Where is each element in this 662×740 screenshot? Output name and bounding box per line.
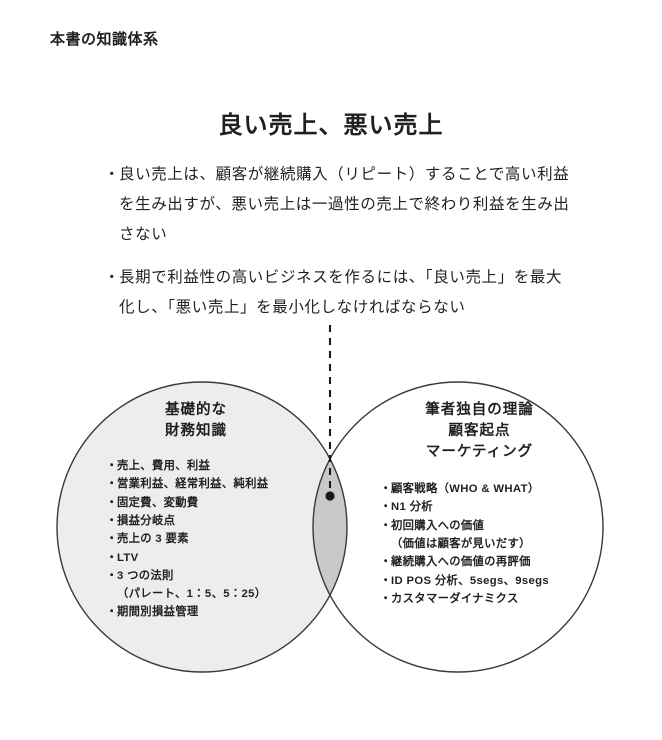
list-item: ・3 つの法則 [106,567,296,585]
list-item-label: 売上、費用、利益 [117,460,211,473]
list-item: ・営業利益、経常利益、純利益 [106,475,296,493]
bullet-marker-icon: ・ [106,478,118,491]
bullet-marker-icon: ・ [380,574,392,587]
page-header: 本書の知識体系 [50,31,159,48]
list-item-label: 売上の 3 要素 [117,533,189,546]
list-item-label: LTV [117,551,139,564]
list-item-label: 固定費、変動費 [117,496,199,509]
list-item-label: 顧客戦略（WHO & WHAT） [391,483,540,496]
list-item: ・期間別損益管理 [106,603,296,621]
right-circle-list: ・顧客戦略（WHO & WHAT） ・N1 分析 ・初回購入への価値 ・（価値は… [380,480,587,608]
intro-bullet-item: ・ 良い売上は、顧客が継続購入（リピート）することで高い利益を生み出すが、悪い売… [104,160,574,251]
list-item: ・売上、費用、利益 [106,457,296,475]
list-item: ・継続購入への価値の再評価 [380,553,587,571]
overlap-marker-dot [325,491,335,501]
bullet-marker-icon: ・ [106,551,118,564]
list-item-label: 3 つの法則 [117,569,174,582]
left-circle-content: 基礎的な 財務知識 ・売上、費用、利益 ・営業利益、経常利益、純利益 ・固定費、… [96,400,296,622]
bullet-marker-icon: ・ [106,496,118,509]
list-item: ・損益分岐点 [106,512,296,530]
list-item-label: 営業利益、経常利益、純利益 [117,478,269,491]
list-item-label: 初回購入への価値 [391,519,485,532]
left-circle-list: ・売上、費用、利益 ・営業利益、経常利益、純利益 ・固定費、変動費 ・損益分岐点… [106,457,296,622]
bullet-marker-icon: ・ [106,606,118,619]
list-item-label: カスタマーダイナミクス [391,592,519,605]
left-circle-heading-line: 基礎的な [165,402,227,418]
list-item: ・固定費、変動費 [106,494,296,512]
list-item: ・ID POS 分析、5segs、9segs [380,572,587,590]
list-item-label: N1 分析 [391,501,433,514]
list-item: ・カスタマーダイナミクス [380,590,587,608]
bullet-marker-icon: ・ [106,533,118,546]
intro-bullet-list: ・ 良い売上は、顧客が継続購入（リピート）することで高い利益を生み出すが、悪い売… [104,160,574,335]
list-item-label: 損益分岐点 [117,514,176,527]
right-circle-heading-line: 筆者独自の理論 [425,402,534,418]
bullet-marker-icon: ・ [380,556,392,569]
list-item-label: ID POS 分析、5segs、9segs [391,574,550,587]
right-circle-heading-line: 顧客起点 [448,423,511,440]
left-circle-heading-line: 財務知識 [165,423,227,440]
list-item: ・顧客戦略（WHO & WHAT） [380,480,587,498]
page-title: 良い売上、悪い売上 [218,112,444,139]
list-item-label: （価値は顧客が見いだす） [391,537,531,550]
bullet-marker-icon: ・ [106,569,118,582]
list-item: ・N1 分析 [380,498,587,516]
bullet-marker-icon: ・ [380,483,392,496]
bullet-marker-icon: ・ [380,501,392,514]
bullet-marker-icon: ・ [104,268,121,286]
bullet-marker-icon: ・ [104,166,121,183]
right-circle-heading: 筆者独自の理論 顧客起点 マーケティング [372,400,587,463]
list-item-label: 期間別損益管理 [117,606,199,619]
intro-bullet-text: 長期で利益性の高いビジネスを作るには、「良い売上」を最大化し、「悪い売上」を最小… [119,268,563,316]
intro-bullet-text: 良い売上は、顧客が継続購入（リピート）することで高い利益を生み出すが、悪い売上は… [119,166,570,244]
list-item-label: 継続購入への価値の再評価 [391,556,531,569]
left-circle-heading: 基礎的な 財務知識 [96,400,296,442]
list-item-sub: ・（価値は顧客が見いだす） [380,535,587,553]
bullet-marker-icon: ・ [380,592,392,605]
bullet-marker-icon: ・ [380,519,392,532]
right-circle-content: 筆者独自の理論 顧客起点 マーケティング ・顧客戦略（WHO & WHAT） ・… [372,400,587,608]
list-item: ・初回購入への価値 [380,517,587,535]
list-item-label: （パレート、1：5、5：25） [117,588,267,601]
list-item: ・売上の 3 要素 [106,530,296,548]
right-circle-heading-line: マーケティング [425,444,534,461]
list-item-sub: ・（パレート、1：5、5：25） [106,585,296,603]
list-item: ・LTV [106,549,296,567]
bullet-marker-icon: ・ [106,460,118,473]
bullet-marker-icon: ・ [106,514,118,527]
intro-bullet-item: ・ 長期で利益性の高いビジネスを作るには、「良い売上」を最大化し、「悪い売上」を… [104,263,574,323]
